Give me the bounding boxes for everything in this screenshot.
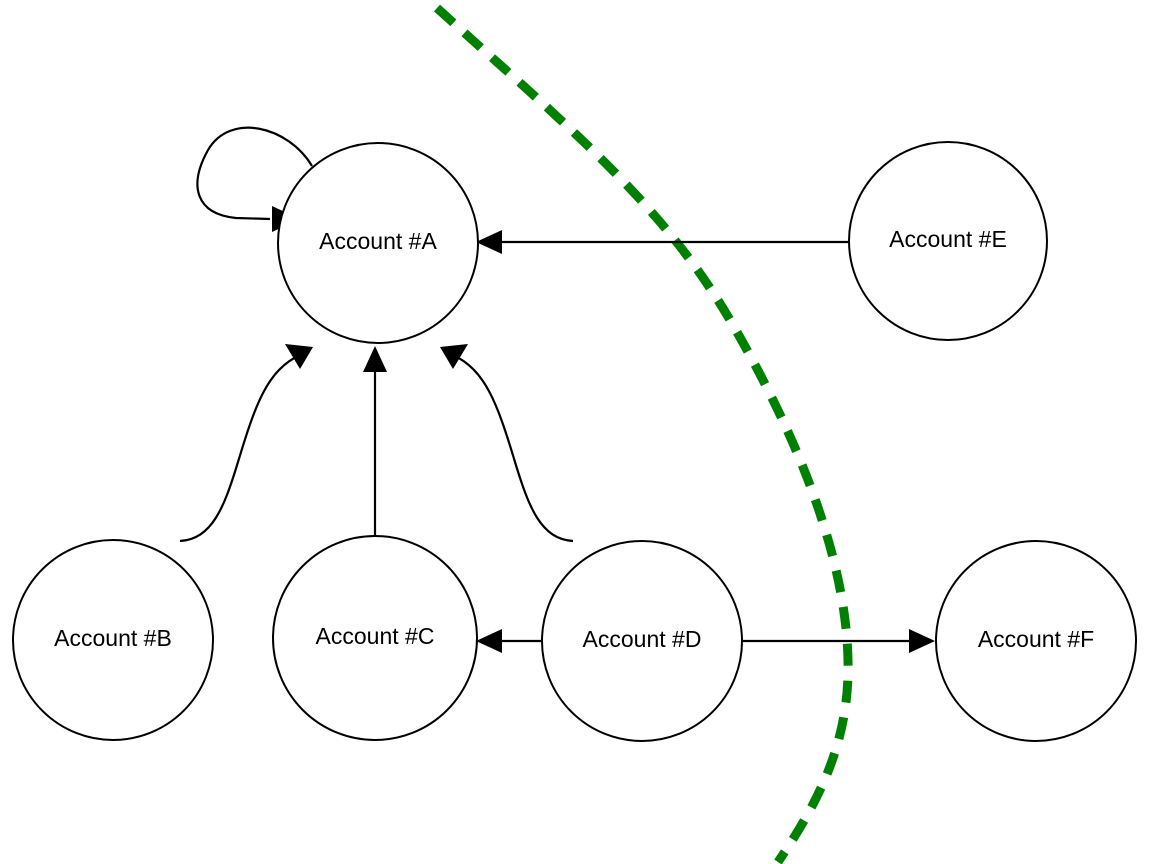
edge-d-to-c[interactable]: [476, 629, 542, 653]
edge-d-to-a[interactable]: [440, 344, 574, 543]
node-account-c[interactable]: Account #C: [272, 535, 478, 741]
node-account-a-circle: [277, 142, 479, 344]
edge-d-to-a-arrowhead: [440, 344, 468, 369]
node-account-f-circle: [935, 540, 1137, 742]
edge-b-to-a-arrowhead: [285, 344, 313, 369]
edge-d-to-a-path: [452, 354, 574, 543]
node-account-d[interactable]: Account #D: [541, 540, 743, 742]
edge-b-to-a-path: [179, 354, 301, 543]
node-account-e-label: Account #E: [889, 226, 1007, 252]
edge-e-to-a-arrowhead: [476, 230, 502, 254]
boundary-divider: [433, 4, 853, 864]
node-account-f-label: Account #F: [978, 626, 1094, 652]
edge-b-to-a[interactable]: [179, 344, 313, 543]
node-account-c-circle: [272, 535, 478, 741]
node-account-a[interactable]: Account #A: [277, 142, 479, 344]
edge-d-to-f-arrowhead: [909, 629, 935, 653]
node-account-e[interactable]: Account #E: [848, 141, 1048, 341]
node-account-d-circle: [541, 540, 743, 742]
node-account-c-label: Account #C: [316, 623, 435, 649]
edge-c-to-a-arrowhead: [363, 346, 387, 372]
edge-d-to-c-arrowhead: [476, 629, 502, 653]
edge-e-to-a[interactable]: [476, 230, 849, 254]
node-account-f[interactable]: Account #F: [935, 540, 1137, 742]
node-account-a-label: Account #A: [319, 228, 437, 254]
edge-c-to-a[interactable]: [363, 346, 387, 536]
node-account-b-label: Account #B: [54, 625, 172, 651]
edge-a-to-a-path: [196, 126, 313, 221]
edge-d-to-f[interactable]: [742, 629, 935, 653]
node-account-b-circle: [12, 539, 214, 741]
node-account-b[interactable]: Account #B: [12, 539, 214, 741]
node-account-e-circle: [848, 141, 1048, 341]
node-account-d-label: Account #D: [583, 626, 702, 652]
